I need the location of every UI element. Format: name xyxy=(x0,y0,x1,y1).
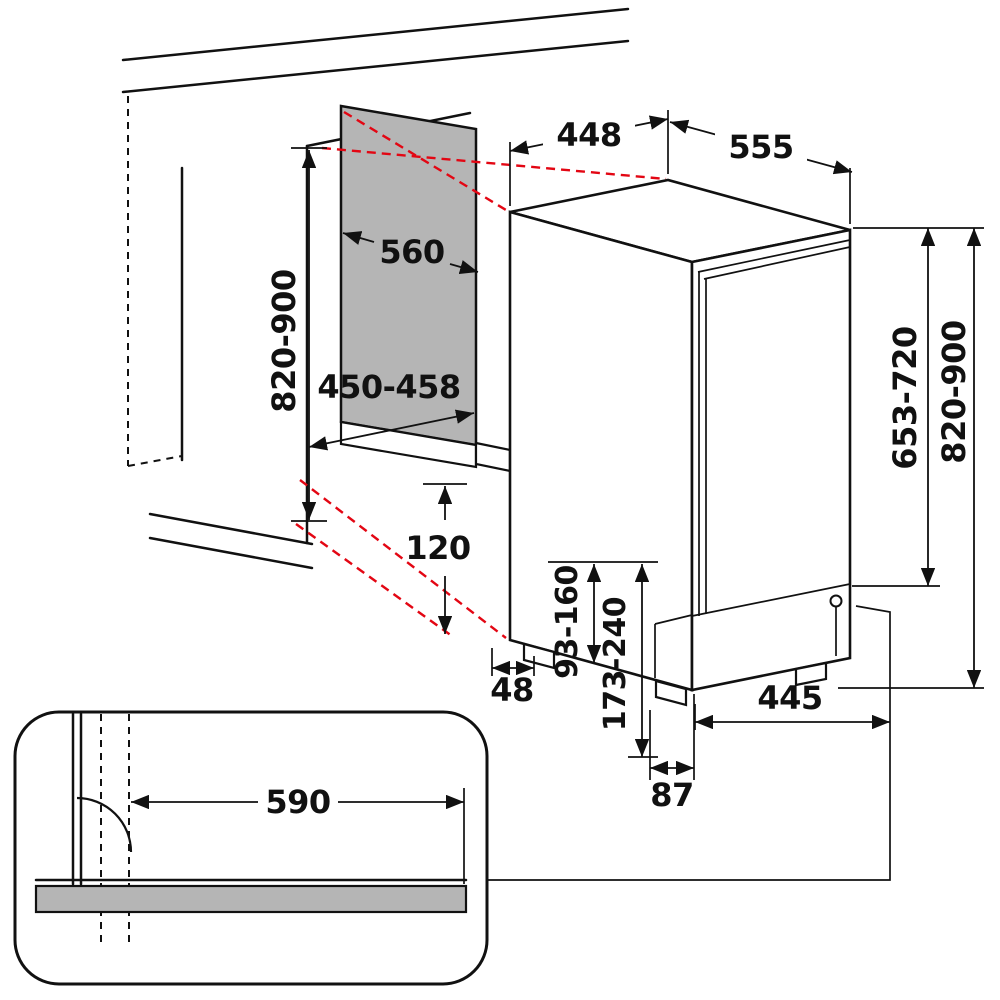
callout-line xyxy=(487,605,891,881)
dim-overall-height: 820-900 xyxy=(838,227,984,689)
dim-feet-distance: 445 xyxy=(694,679,890,730)
dim-plinth-panel-width: 590 xyxy=(131,783,465,884)
dim-label-overall-height: 820-900 xyxy=(935,320,973,463)
dim-niche-width: 450-458 xyxy=(308,368,475,451)
label-mask xyxy=(258,784,338,820)
dim-label-furniture-door-height: 653-720 xyxy=(886,326,924,469)
dim-label-appliance-width: 448 xyxy=(556,116,621,154)
door-swing-arc xyxy=(76,796,133,853)
door-panel-lines xyxy=(691,239,851,617)
dim-base-recess-depth: 87 xyxy=(649,694,695,814)
dim-plinth-height-min: 93-160 xyxy=(548,561,658,679)
rear-foot-adjuster xyxy=(829,594,843,656)
countertop-lines xyxy=(121,7,630,94)
dim-plinth-recess: 120 xyxy=(405,483,471,634)
plinth-detail-inset: 590 xyxy=(13,710,489,986)
dim-label-plinth-panel-width: 590 xyxy=(265,783,330,821)
dim-front-foot-setback: 48 xyxy=(490,648,535,709)
dim-label-front-foot-setback: 48 xyxy=(490,671,534,709)
inset-border xyxy=(13,710,489,986)
dim-appliance-width: 448 xyxy=(509,110,669,206)
dim-plinth-height-max: 173-240 xyxy=(598,564,658,758)
dim-niche-depth: 560 xyxy=(342,231,479,274)
dim-label-plinth-height-max: 173-240 xyxy=(598,597,633,731)
dim-label-plinth-recess: 120 xyxy=(405,529,470,567)
dim-furniture-door-height: 653-720 xyxy=(852,228,940,587)
dim-label-appliance-depth: 555 xyxy=(728,128,793,166)
projection-lines xyxy=(295,110,667,639)
label-mask xyxy=(715,129,807,165)
plinth-recess-lines xyxy=(654,614,693,678)
plinth-strip xyxy=(34,884,468,914)
dim-niche-height: 820-900 xyxy=(265,147,327,522)
label-mask xyxy=(543,117,635,153)
dim-label-niche-width: 450-458 xyxy=(317,368,460,406)
dim-label-base-recess-depth: 87 xyxy=(650,776,694,814)
dim-label-plinth-height-min: 93-160 xyxy=(550,565,585,679)
dim-appliance-depth: 555 xyxy=(669,119,853,224)
dim-label-feet-distance: 445 xyxy=(757,679,822,717)
left-wall-outline xyxy=(127,96,184,467)
dim-label-niche-height: 820-900 xyxy=(265,269,303,412)
dim-label-niche-depth: 560 xyxy=(379,233,444,271)
